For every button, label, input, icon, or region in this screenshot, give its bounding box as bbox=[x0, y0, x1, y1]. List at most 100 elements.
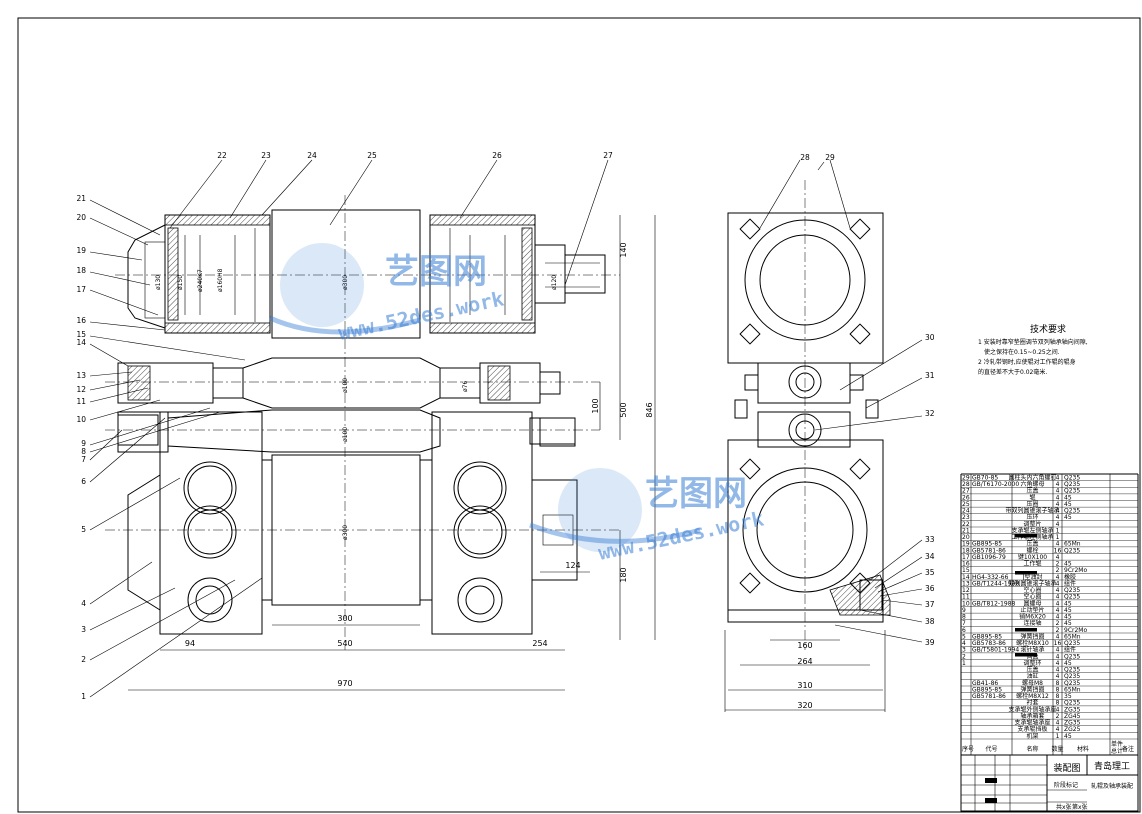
callout-19: 19 bbox=[76, 246, 86, 255]
bom-row-name: 双列圆锥滚子轴承 bbox=[1008, 579, 1056, 587]
dim-140: 140 bbox=[619, 242, 628, 257]
bom-row-index: 24 bbox=[962, 508, 970, 515]
bom-row-qty: 4 bbox=[1056, 660, 1060, 667]
bom-row-name: 螺母M8 bbox=[1022, 679, 1043, 687]
callout-29: 29 bbox=[825, 153, 835, 162]
callout-35: 35 bbox=[925, 568, 935, 577]
bom-row-index: 6 bbox=[962, 627, 966, 634]
bom-row-name: 止动垫片 bbox=[1020, 606, 1044, 614]
bom-row-material: Q235 bbox=[1064, 587, 1080, 594]
bom-row-qty: 4 bbox=[1056, 580, 1060, 587]
bom-row-material: Q235 bbox=[1064, 488, 1080, 495]
callout-36: 36 bbox=[925, 584, 935, 593]
bom-row-material: 65Mn bbox=[1064, 541, 1081, 548]
bom-row-material: 45 bbox=[1064, 607, 1072, 614]
bom-row-name: 压环 bbox=[1026, 514, 1038, 521]
tech-line-3: 2 冷轧带钢时,应使辊对工作辊的辊身 bbox=[978, 358, 1076, 366]
bom-row-name: 带双列圆锥滚子轴承 bbox=[1005, 507, 1059, 515]
bom-row-name: 螺栓M8X10 bbox=[1016, 639, 1049, 647]
bom-row-qty: 4 bbox=[1056, 607, 1060, 614]
bom-row-name: 螺栓 bbox=[1026, 546, 1038, 554]
bom-row-qty: 4 bbox=[1056, 541, 1060, 548]
bom-row-material: 65Mn bbox=[1064, 633, 1081, 640]
bom-row-material: 9Cr2Mo bbox=[1064, 567, 1087, 574]
dim-d120: ø120 bbox=[551, 275, 558, 290]
bom-row-name: 滚针轴承 bbox=[1020, 646, 1044, 654]
dim-124: 124 bbox=[565, 561, 580, 570]
callout-39: 39 bbox=[925, 638, 935, 647]
bom-row-name: 空心圈 bbox=[1023, 586, 1041, 594]
bom-row-name: 销M6X20 bbox=[1019, 613, 1046, 621]
bom-row-index: 20 bbox=[962, 534, 970, 541]
dim-540: 540 bbox=[337, 639, 352, 648]
dim-d240: ø240K7 bbox=[197, 269, 204, 292]
bom-row-code: GB895-85 bbox=[972, 541, 1002, 548]
bom-row-qty: 2 bbox=[1056, 713, 1060, 720]
dim-d76: ø76 bbox=[462, 381, 469, 392]
bom-row-name: 压盖 bbox=[1026, 487, 1038, 495]
callout-38: 38 bbox=[925, 617, 935, 626]
stage-label: 阶段标记 bbox=[1054, 781, 1078, 789]
bom-row-qty: 8 bbox=[1056, 680, 1060, 687]
callout-13: 13 bbox=[76, 371, 86, 380]
callout-22: 22 bbox=[217, 151, 227, 160]
bom-row-code: GB895-85 bbox=[972, 633, 1002, 640]
bom-row-qty: 16 bbox=[1054, 547, 1062, 554]
bom-header-code: 代号 bbox=[985, 745, 997, 753]
bom-row-material: 45 bbox=[1064, 494, 1072, 501]
bom-row-material: Q235 bbox=[1064, 673, 1080, 680]
bom-row-code: GB5781-86 bbox=[972, 693, 1006, 700]
bom-row-material: 65Mn bbox=[1064, 686, 1081, 693]
dim-d160: ø160H8 bbox=[217, 268, 224, 292]
bom-row-material: ZG35 bbox=[1064, 720, 1081, 727]
dim-846: 846 bbox=[645, 402, 654, 417]
bom-row-code: GB41-86 bbox=[972, 680, 998, 687]
tech-requirements: 技术要求 1 安装时靠窄垫圈调节双列轴承轴向间隙, 使之保持在0.15~0.25… bbox=[978, 323, 1088, 376]
bom-row-index: 13 bbox=[962, 580, 970, 587]
bom-row-code: GB/T812-1988 bbox=[972, 600, 1016, 607]
callout-24: 24 bbox=[307, 151, 317, 160]
bom-row-name: 衬套 bbox=[1026, 699, 1038, 707]
title-block: 青岛理工 装配图 轧辊及轴承装配 阶段标记 共x张 第x张 bbox=[960, 754, 1139, 812]
bom-row-name: 圆螺母 bbox=[1023, 599, 1041, 607]
callout-26: 26 bbox=[492, 151, 502, 160]
bom-row-code: GB5781-86 bbox=[972, 547, 1006, 554]
bom-row-index: 23 bbox=[962, 514, 970, 521]
side-view: 160 264 310 320 28 29 30 31 32 33 34 35 … bbox=[724, 153, 935, 712]
dim-300: 300 bbox=[337, 614, 352, 623]
bom-row-qty: 4 bbox=[1056, 488, 1060, 495]
callout-18: 18 bbox=[76, 266, 86, 275]
callout-27: 27 bbox=[603, 151, 613, 160]
bom-row-name: 辊 bbox=[1029, 493, 1035, 501]
bom-row-index: 10 bbox=[962, 600, 970, 607]
bom-row-index: 29 bbox=[962, 474, 970, 481]
bom-header-name: 名称 bbox=[1026, 745, 1038, 753]
bom-row-material: 9Cr2Mo bbox=[1064, 627, 1087, 634]
bom-row-code: GB/T6170-2000 bbox=[972, 481, 1019, 488]
bom-row-material: 45 bbox=[1064, 501, 1072, 508]
bom-row-code: HG4-332-66 bbox=[972, 574, 1009, 581]
bom-row-qty: 4 bbox=[1056, 633, 1060, 640]
bom-row-qty: 4 bbox=[1056, 587, 1060, 594]
bom-row-qty: 4 bbox=[1056, 508, 1060, 515]
bom-row-material: 组件 bbox=[1064, 579, 1076, 587]
bom-row-index: 8 bbox=[962, 614, 966, 621]
bom-row-material: 45 bbox=[1064, 614, 1072, 621]
bom-row-qty: 1 bbox=[1056, 733, 1060, 740]
watermark-logo-2: 艺图网 bbox=[645, 474, 747, 514]
bom-row-material: ZG35 bbox=[1064, 706, 1081, 713]
bom-row-qty: 4 bbox=[1056, 481, 1060, 488]
bom-row-name: 机架 bbox=[1026, 732, 1038, 740]
bom-row-material: Q235 bbox=[1064, 481, 1080, 488]
callout-32: 32 bbox=[925, 409, 935, 418]
bom-row-name: 圆柱头内六角螺钉 bbox=[1008, 473, 1056, 481]
bom-row-index: 3 bbox=[962, 647, 966, 654]
bom-row-name: 六角螺母 bbox=[1020, 480, 1044, 488]
bom-row-qty: 4 bbox=[1056, 574, 1060, 581]
bom-header-weight-total: 总计 bbox=[1111, 747, 1123, 755]
bom-row-name: 支承辊挡板 bbox=[1017, 725, 1047, 733]
callout-9: 9 bbox=[81, 439, 86, 448]
bom-row-qty: 4 bbox=[1056, 594, 1060, 601]
callout-15: 15 bbox=[76, 330, 86, 339]
